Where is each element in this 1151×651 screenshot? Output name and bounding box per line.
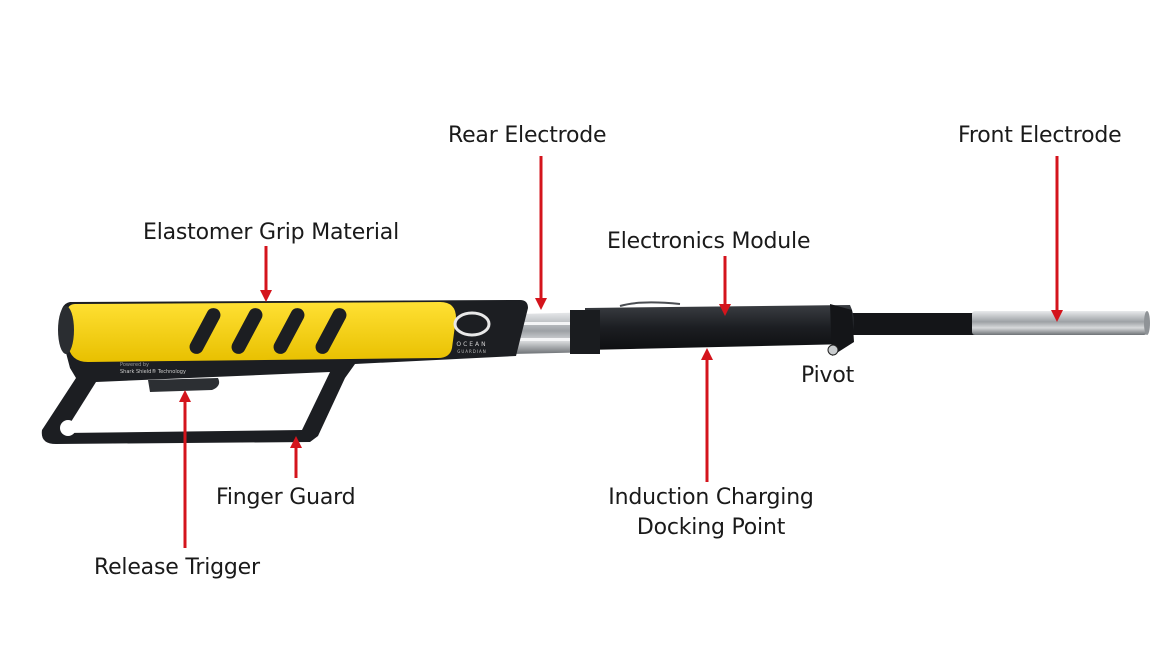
rear-electrode-rod — [510, 310, 600, 354]
label-rear-electrode: Rear Electrode — [448, 123, 607, 148]
label-finger-guard: Finger Guard — [216, 485, 356, 510]
label-induction-line2: Docking Point — [636, 515, 786, 540]
technology-text: Shark Shield® Technology — [120, 368, 186, 375]
ocean-guardian-logo — [453, 311, 491, 337]
label-pivot: Pivot — [801, 363, 855, 388]
label-induction-charging: Induction Charging Docking Point — [590, 483, 832, 543]
label-induction-line1: Induction Charging — [608, 485, 814, 510]
label-release-trigger: Release Trigger — [94, 555, 260, 580]
powered-by-text: Powered by — [120, 362, 149, 368]
callout-arrows — [179, 156, 1063, 548]
label-front-electrode: Front Electrode — [958, 123, 1122, 148]
label-elastomer-grip: Elastomer Grip Material — [143, 220, 399, 245]
front-electrode-rod — [850, 311, 1150, 335]
brand-top-text: OCEAN — [456, 341, 487, 348]
elastomer-grip — [58, 302, 456, 362]
label-electronics-module: Electronics Module — [607, 229, 811, 254]
electronics-module-tube — [585, 301, 854, 356]
brand-bottom-text: GUARDIAN — [457, 349, 487, 354]
